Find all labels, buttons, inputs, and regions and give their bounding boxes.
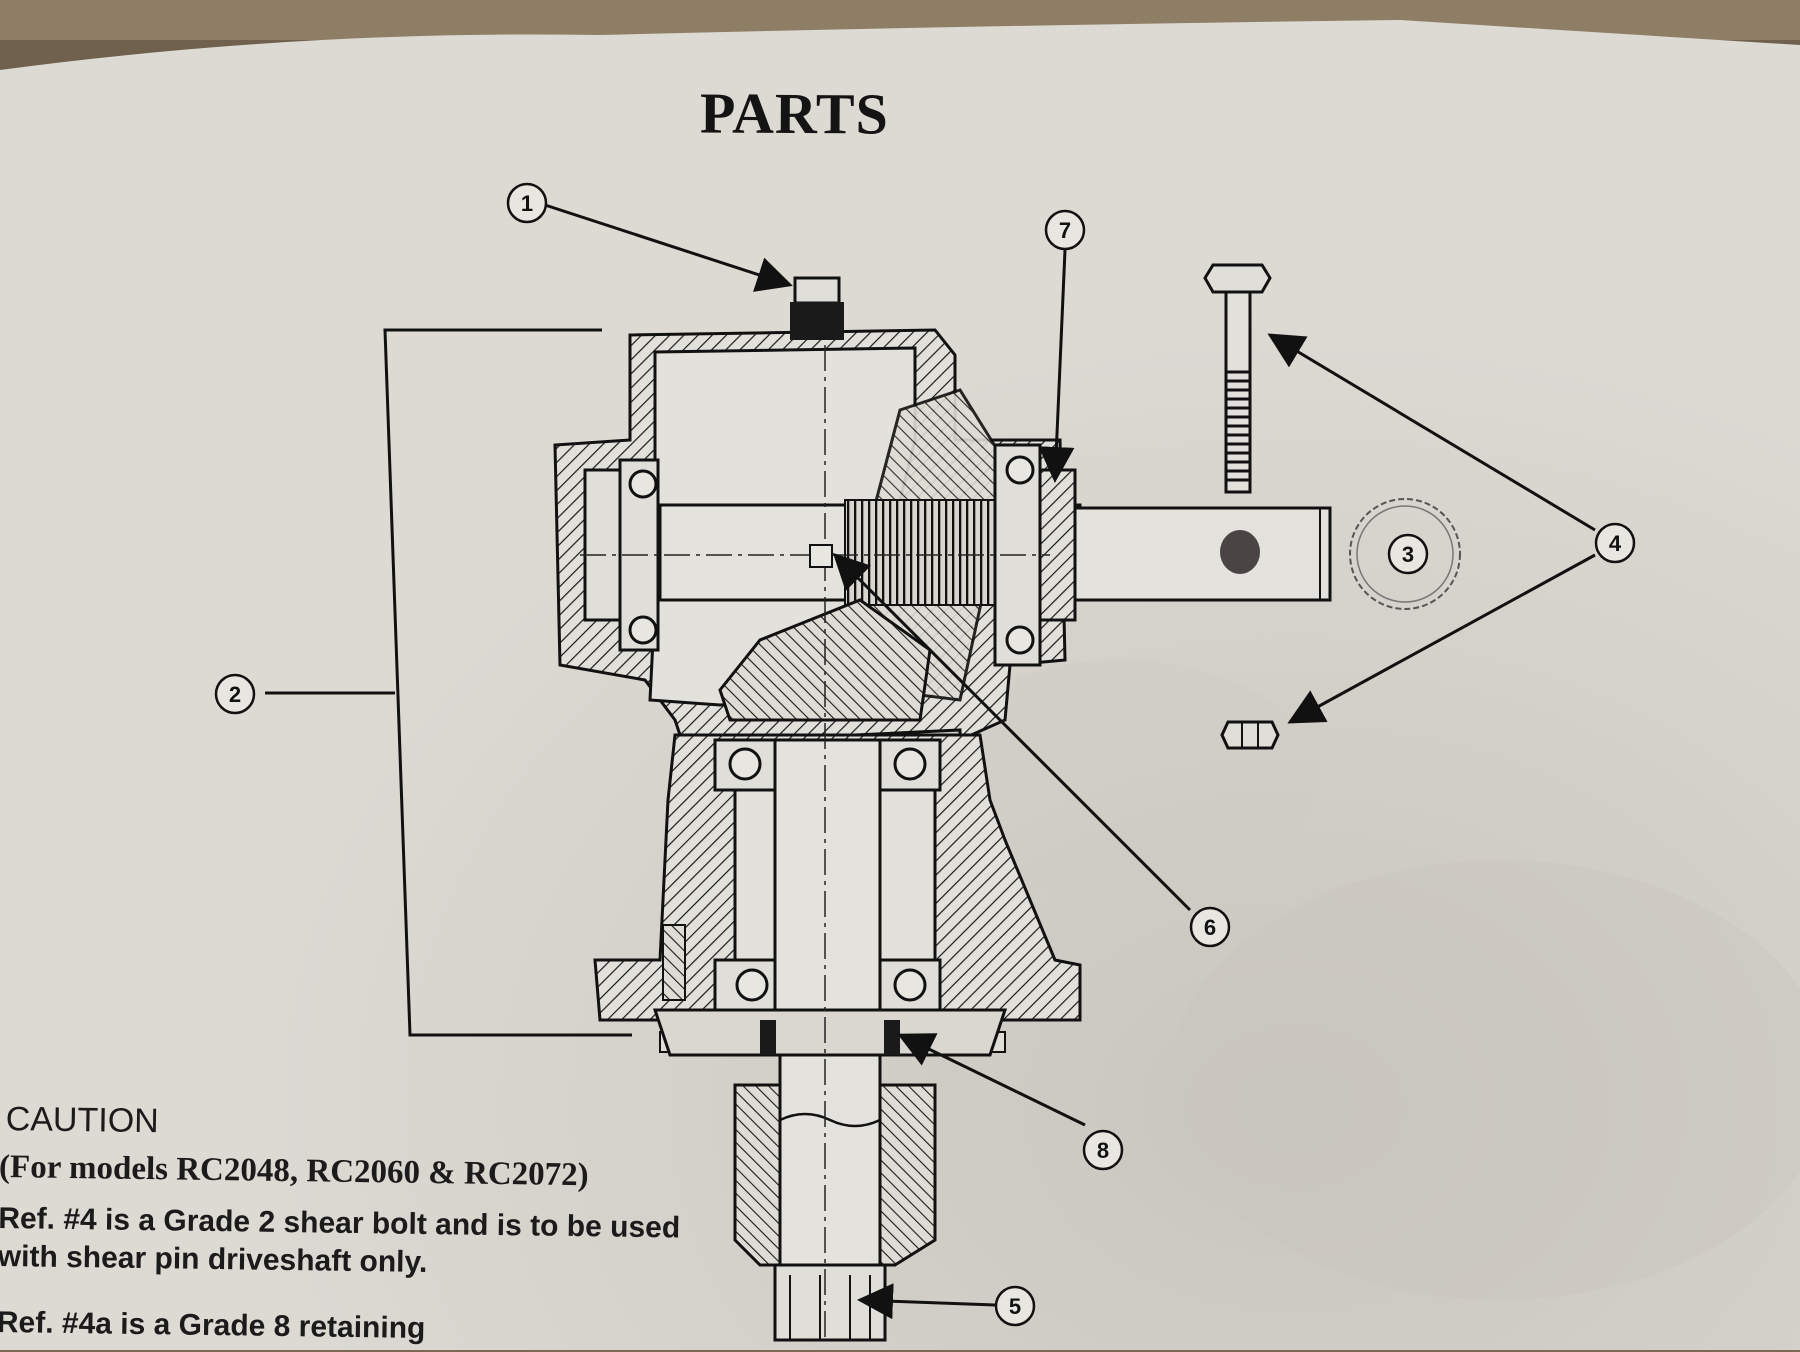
caution-models: (For models RC2048, RC2060 & RC2072) [0,1148,589,1194]
svg-text:3: 3 [1402,542,1414,567]
svg-text:4: 4 [1609,531,1622,556]
svg-text:1: 1 [521,191,533,216]
fill-plug [793,276,841,305]
callout-6: 6 [1189,906,1231,948]
svg-text:6: 6 [1204,915,1216,940]
output-shaft [773,738,882,1042]
page-title: PARTS [699,80,889,147]
shear-bolt-nut [1220,720,1280,750]
callout-3: 3 [1387,533,1429,575]
retaining-ring [1349,498,1461,610]
svg-text:7: 7 [1059,218,1071,243]
callout-8: 8 [1082,1129,1124,1171]
shear-bolt [1203,263,1272,494]
caution-block: CAUTION (For models RC2048, RC2060 & RC2… [0,1100,720,1352]
svg-text:8: 8 [1097,1138,1109,1163]
gearbox-cross-section [553,276,1461,1342]
callout-5: 5 [994,1285,1036,1327]
housing-bracket [383,328,632,1037]
svg-text:5: 5 [1009,1294,1021,1319]
caution-note-1: Ref. #4 is a Grade 2 shear bolt and is t… [0,1201,681,1279]
callout-2: 2 [214,673,256,715]
callout-7: 7 [1044,209,1086,251]
callout-4: 4 [1594,522,1636,564]
callout-1: 1 [506,182,548,224]
pto-input-shaft-end [1073,506,1332,602]
svg-text:2: 2 [229,682,241,707]
